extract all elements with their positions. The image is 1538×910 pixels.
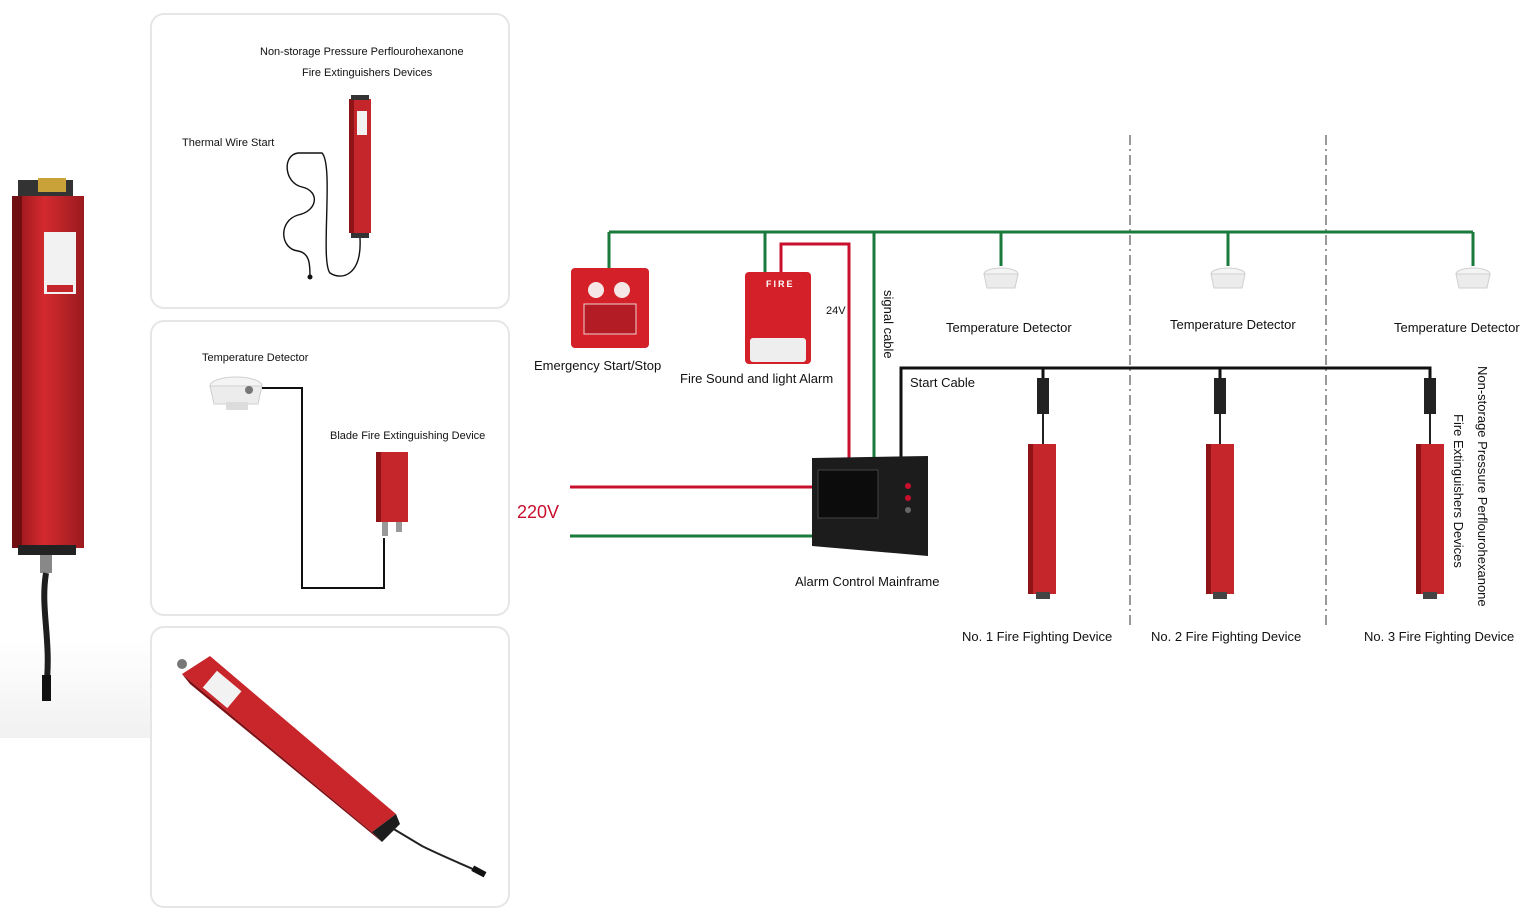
side-title-line2: Fire Extinguishers Devices bbox=[1451, 414, 1466, 568]
fire-sound-light-alarm bbox=[745, 272, 811, 364]
angled-device-illustration bbox=[177, 656, 487, 878]
emergency-start-stop-label: Emergency Start/Stop bbox=[534, 358, 662, 373]
alarm-voltage-label: 24V bbox=[826, 305, 846, 317]
signal-cable-label: signal cable bbox=[881, 290, 896, 359]
temperature-detector-label-3: Temperature Detector bbox=[1394, 320, 1520, 335]
temperature-detector-icons bbox=[983, 267, 1491, 289]
power-220v-label: 220V bbox=[517, 502, 560, 522]
detector-illustration bbox=[209, 376, 408, 589]
temperature-detector-label-2: Temperature Detector bbox=[1170, 317, 1296, 332]
fire-fighting-device-units bbox=[1028, 378, 1444, 599]
detector-label: Temperature Detector bbox=[202, 352, 309, 364]
emergency-start-stop-box bbox=[571, 268, 649, 348]
device-title-line2: Fire Extinguishers Devices bbox=[302, 67, 433, 79]
device-label-3: No. 3 Fire Fighting Device bbox=[1364, 629, 1515, 644]
side-title-line1: Non-storage Pressure Perflourohexanone bbox=[1475, 366, 1490, 607]
start-cable-label: Start Cable bbox=[910, 375, 976, 390]
fire-alarm-label: Fire Sound and light Alarm bbox=[680, 371, 834, 386]
panel-thermal-wire: Non-storage Pressure Perflourohexanone F… bbox=[150, 13, 510, 309]
temperature-detector-label-1: Temperature Detector bbox=[946, 320, 1072, 335]
panel-product-angled bbox=[150, 626, 510, 908]
thermal-wire-illustration bbox=[283, 95, 371, 280]
device-label-1: No. 1 Fire Fighting Device bbox=[962, 629, 1113, 644]
device-label-2: No. 2 Fire Fighting Device bbox=[1151, 629, 1302, 644]
mainframe-label: Alarm Control Mainframe bbox=[795, 574, 940, 589]
device-title-line1: Non-storage Pressure Perflourohexanone bbox=[260, 46, 464, 58]
alarm-fire-text: FIRE bbox=[766, 279, 795, 289]
start-cable bbox=[899, 366, 1432, 458]
alarm-control-mainframe bbox=[812, 456, 928, 556]
blade-device-label: Blade Fire Extinguishing Device bbox=[330, 430, 486, 442]
panel-detector: Temperature Detector Blade Fire Extingui… bbox=[150, 320, 510, 616]
product-photo-large bbox=[0, 0, 163, 740]
power-lines bbox=[570, 242, 851, 489]
signal-bus bbox=[570, 230, 1475, 538]
thermal-wire-label: Thermal Wire Start bbox=[182, 137, 275, 149]
